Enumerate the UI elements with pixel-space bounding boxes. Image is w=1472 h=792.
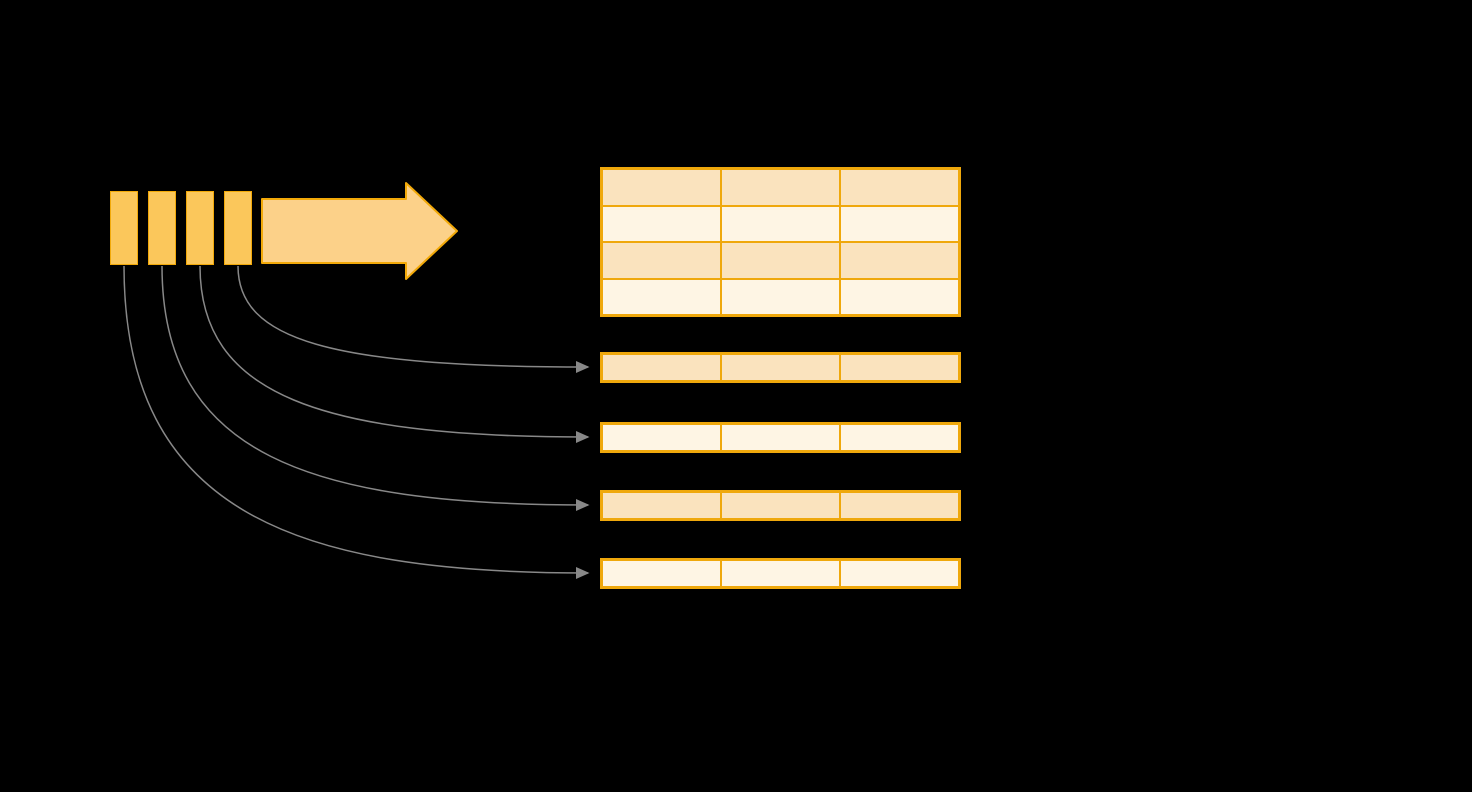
main-table-cell-r4-c2: [721, 278, 840, 315]
row-table-4-cell-1: [602, 560, 721, 587]
stack-bar-3: [186, 191, 214, 265]
row-table-4-cell-3: [840, 560, 959, 587]
row-table-2-cell-3: [840, 424, 959, 451]
main-table-cell-r1-c3: [840, 169, 959, 206]
row-table-2-cell-2: [721, 424, 840, 451]
row-table-1-cell-3: [840, 354, 959, 381]
main-table-cell-r2-c3: [840, 205, 959, 242]
connector-bar-1-to-row-table-4: [123, 265, 590, 579]
connector-bar-2-to-row-table-3: [161, 265, 590, 511]
row-table-4-cell-2: [721, 560, 840, 587]
main-table-cell-r3-c3: [840, 242, 959, 279]
row-table-2-cell-1: [602, 424, 721, 451]
main-table-cell-r2-c2: [721, 205, 840, 242]
stack-bar-2: [148, 191, 176, 265]
connector-bar-3-to-row-table-2: [199, 265, 590, 443]
connector-group: [123, 265, 590, 579]
flow-right-arrow-icon: [261, 182, 458, 280]
row-table-1: [600, 352, 961, 383]
row-table-3-cell-2: [721, 492, 840, 519]
main-table-cell-r1-c2: [721, 169, 840, 206]
main-table-cell-r2-c1: [602, 205, 721, 242]
stack-bar-1: [110, 191, 138, 265]
main-table-cell-r3-c1: [602, 242, 721, 279]
stack-bar-4: [224, 191, 252, 265]
main-table-cell-r4-c3: [840, 278, 959, 315]
row-table-1-cell-1: [602, 354, 721, 381]
main-table: [600, 167, 961, 317]
row-table-1-cell-2: [721, 354, 840, 381]
main-table-cell-r4-c1: [602, 278, 721, 315]
row-table-3-cell-1: [602, 492, 721, 519]
row-table-3-cell-3: [840, 492, 959, 519]
row-table-3: [600, 490, 961, 521]
main-table-cell-r1-c1: [602, 169, 721, 206]
row-table-2: [600, 422, 961, 453]
row-table-4: [600, 558, 961, 589]
main-table-cell-r3-c2: [721, 242, 840, 279]
connector-bar-4-to-row-table-1: [237, 265, 590, 373]
